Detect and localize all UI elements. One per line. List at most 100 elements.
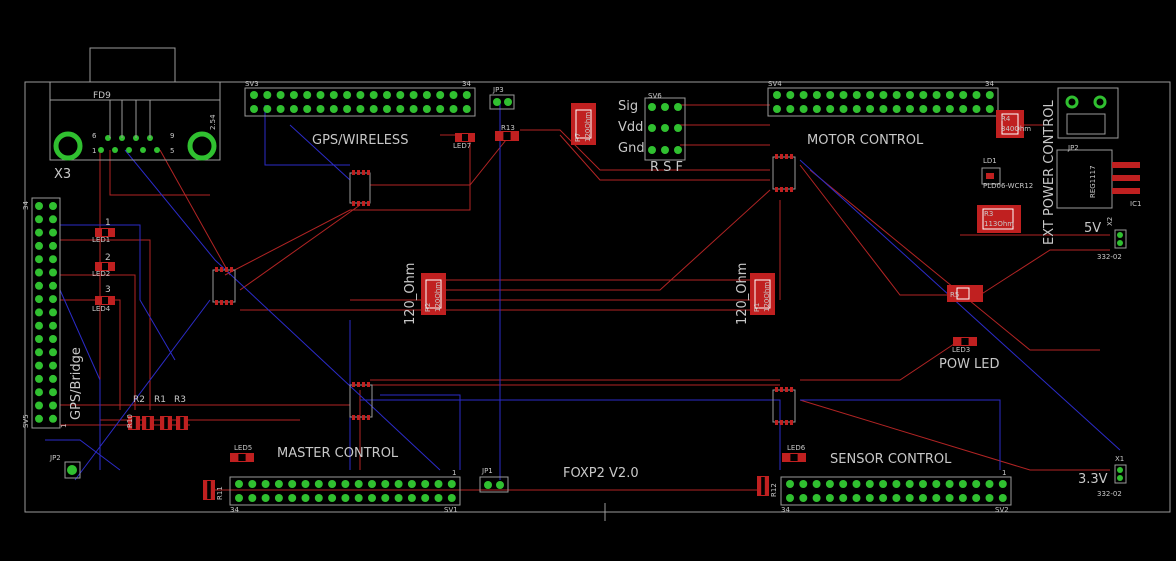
power-regulator[interactable] xyxy=(1056,149,1140,209)
pad xyxy=(215,267,218,272)
pad xyxy=(785,387,788,392)
pad xyxy=(341,480,350,488)
pad xyxy=(785,420,788,425)
sv4-pin34-label: 34 xyxy=(985,80,994,88)
label-5v: 5V xyxy=(1084,221,1101,236)
r1-big-label: R1 xyxy=(753,303,761,312)
led-ld1[interactable] xyxy=(981,167,1001,185)
pad xyxy=(775,187,778,192)
led7-label: LED7 xyxy=(453,142,471,150)
resistor-r7[interactable] xyxy=(571,103,596,145)
header-sv3[interactable] xyxy=(244,87,476,117)
pad xyxy=(879,105,888,113)
smd-body xyxy=(102,297,108,304)
pad xyxy=(357,415,360,420)
terminal-x2[interactable] xyxy=(1114,229,1127,249)
label-sig: Sig xyxy=(618,99,638,114)
pad xyxy=(49,374,57,383)
smd-body xyxy=(132,417,136,429)
pad xyxy=(449,91,458,99)
pad xyxy=(35,335,43,343)
pad xyxy=(839,480,848,488)
sv5-label: SV5 xyxy=(22,414,30,428)
terminal-x1[interactable] xyxy=(1114,464,1127,484)
pad xyxy=(49,308,57,317)
smd-body xyxy=(102,263,108,270)
pad xyxy=(407,480,416,488)
pad xyxy=(35,374,43,383)
pad xyxy=(462,105,471,113)
pad xyxy=(447,494,456,502)
num3-label: 3 xyxy=(105,285,111,295)
led5-label: LED5 xyxy=(234,444,252,452)
header-sv1[interactable] xyxy=(229,476,461,506)
smd-body xyxy=(503,132,511,140)
jp2-power-label: JP2 xyxy=(1067,144,1079,152)
pad xyxy=(230,300,233,305)
pad xyxy=(775,154,778,159)
pad xyxy=(276,105,285,113)
pad xyxy=(785,154,788,159)
r3-power-label: R3 xyxy=(984,210,993,218)
pad xyxy=(839,494,848,502)
pad xyxy=(362,382,365,387)
pad xyxy=(919,480,927,488)
pad xyxy=(49,388,57,397)
pad xyxy=(49,215,57,224)
pad xyxy=(825,494,834,502)
pad xyxy=(839,105,848,113)
pad xyxy=(972,480,981,488)
pad xyxy=(328,494,337,502)
db9-connector[interactable] xyxy=(49,47,221,161)
resistor-r5[interactable] xyxy=(947,285,983,302)
resistor-r1-big[interactable] xyxy=(750,273,775,315)
pad xyxy=(786,105,795,113)
pad xyxy=(790,187,793,192)
pad xyxy=(396,105,405,113)
pad xyxy=(786,480,794,488)
pad xyxy=(35,268,43,277)
power-jumper-jp2[interactable] xyxy=(1057,87,1119,139)
smd-components[interactable] xyxy=(95,131,977,500)
pad xyxy=(367,382,370,387)
r4-label: R4 xyxy=(1001,115,1011,123)
header-sv2[interactable] xyxy=(780,476,1012,506)
resistor-r3-power[interactable] xyxy=(977,205,1021,233)
header-sv6[interactable] xyxy=(644,97,686,161)
pad xyxy=(932,91,941,99)
pad xyxy=(434,494,443,502)
header-sv5[interactable] xyxy=(31,197,61,429)
x2-label: X2 xyxy=(1106,217,1114,226)
pad xyxy=(35,401,43,410)
sv2-label: SV2 xyxy=(995,506,1009,514)
label-120ohm-left: 120_Ohm xyxy=(403,263,418,325)
pad xyxy=(288,494,297,502)
resistor-r2[interactable] xyxy=(421,273,446,315)
pad xyxy=(799,105,808,113)
pad xyxy=(367,415,370,420)
pad xyxy=(343,91,352,99)
pad xyxy=(447,480,456,488)
r2-label: R2 xyxy=(133,395,145,405)
pad xyxy=(383,91,391,99)
header-sv4[interactable] xyxy=(767,87,999,117)
smd-body xyxy=(462,134,468,141)
pad xyxy=(919,494,927,502)
pad xyxy=(367,170,370,175)
sv1-label: SV1 xyxy=(444,506,458,514)
board-outline xyxy=(24,81,1171,513)
resistor-r4[interactable] xyxy=(996,110,1024,138)
db9-pin1-label: 1 xyxy=(92,147,96,155)
pad xyxy=(812,91,821,99)
jumper-jp2[interactable] xyxy=(64,461,81,479)
jumper-jp3[interactable] xyxy=(489,94,515,110)
pad xyxy=(35,215,43,224)
pad xyxy=(879,494,888,502)
db9-pitch-label: 2.54 xyxy=(209,114,217,130)
pad xyxy=(362,170,365,175)
jumper-jp1[interactable] xyxy=(479,476,509,493)
ic-chip-pads xyxy=(215,154,793,425)
pad xyxy=(341,494,350,502)
pad xyxy=(786,91,795,99)
